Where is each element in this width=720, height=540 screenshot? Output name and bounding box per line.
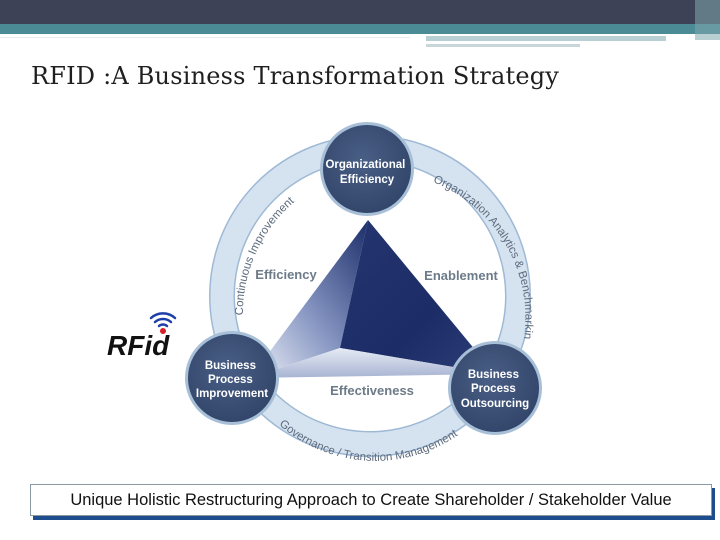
header-decor-line bbox=[426, 36, 666, 41]
transformation-diagram: Continuous Improvement Organization Anal… bbox=[180, 116, 542, 464]
node-organizational-efficiency: Organizational Efficiency bbox=[320, 122, 414, 216]
node-business-process-outsourcing: Business Process Outsourcing bbox=[448, 341, 542, 435]
node-right-line2: Process bbox=[471, 383, 516, 395]
wireless-waves-icon bbox=[149, 312, 177, 328]
value-banner: Unique Holistic Restructuring Approach t… bbox=[30, 484, 712, 516]
rfid-logo: RFid bbox=[107, 312, 177, 361]
value-banner-text: Unique Holistic Restructuring Approach t… bbox=[70, 491, 672, 509]
node-left-line3: Improvement bbox=[196, 388, 268, 400]
header-accent-band bbox=[0, 24, 720, 34]
node-right-line1: Business bbox=[468, 369, 519, 381]
slide-title: RFID :A Business Transformation Strategy bbox=[31, 62, 560, 90]
header-corner-accent bbox=[695, 0, 720, 40]
triangle-pyramid bbox=[250, 220, 495, 378]
node-top-line1: Organizational bbox=[325, 159, 405, 171]
svg-text:Business Process O: Business Process Outsourcing bbox=[461, 369, 529, 410]
node-left-line1: Business bbox=[205, 360, 256, 372]
inner-label-enablement: Enablement bbox=[424, 268, 498, 283]
svg-text:Organizational Efficienc: Organizational Efficiency bbox=[325, 159, 408, 186]
header-band bbox=[0, 0, 720, 24]
triangle-face-right bbox=[340, 220, 495, 374]
inner-label-efficiency: Efficiency bbox=[255, 267, 317, 282]
rfid-logo-text: RFid bbox=[107, 330, 170, 361]
triangle-face-bottom bbox=[250, 348, 495, 378]
header-decor-line-thin bbox=[0, 37, 410, 38]
svg-text:Business Process I: Business Process Improvement bbox=[196, 360, 268, 400]
rfid-dot-icon bbox=[160, 328, 166, 334]
inner-label-effectiveness: Effectiveness bbox=[330, 383, 414, 398]
node-right-line3: Outsourcing bbox=[461, 398, 529, 410]
triangle-face-left bbox=[250, 220, 368, 378]
node-top-line2: Efficiency bbox=[340, 174, 395, 186]
header-decor-line-short bbox=[426, 44, 580, 47]
node-business-process-improvement: Business Process Improvement bbox=[185, 331, 279, 425]
node-left-line2: Process bbox=[208, 374, 253, 386]
